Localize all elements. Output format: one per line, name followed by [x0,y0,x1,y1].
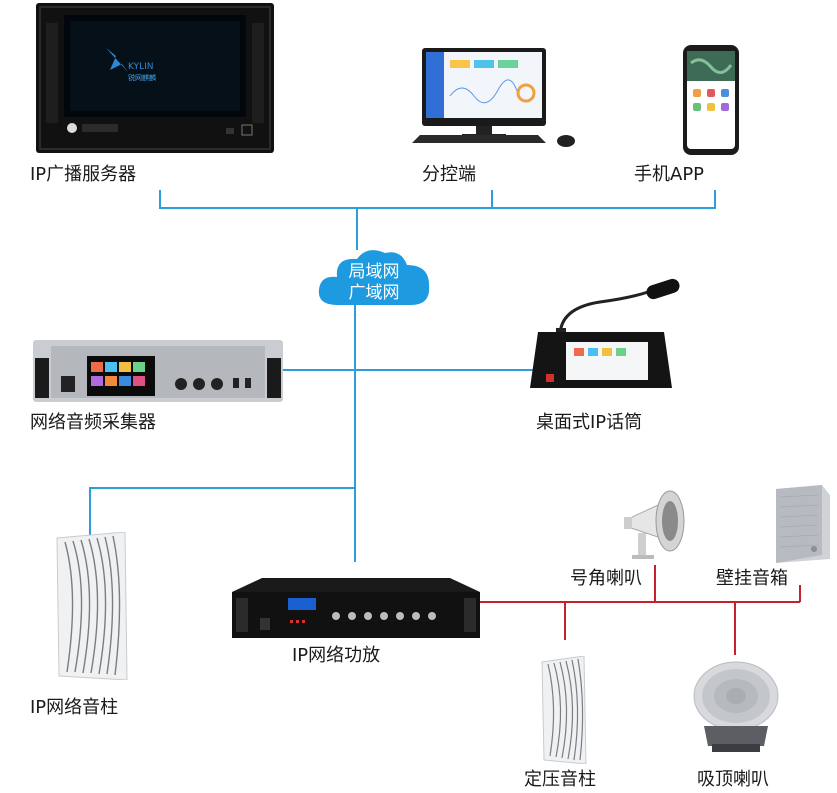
ip-network-amplifier [232,578,480,638]
desktop-microphone-icon [530,278,680,388]
server-screen-logo-text: KYLIN [128,62,153,72]
ceiling-speaker [688,660,784,755]
label-ip-column-speaker: IP网络音柱 [30,697,119,718]
label-horn-speaker: 号角喇叭 [570,568,642,589]
cloud-icon [318,250,430,305]
desktop-computer-icon [412,48,575,147]
horn-speaker [620,485,692,560]
column-speaker-icon [56,531,128,681]
speaker-connections [478,565,801,655]
ceiling-speaker-icon [693,661,779,752]
column-speaker-icon [541,655,587,765]
constant-voltage-column-speaker [540,655,588,765]
label-desktop-microphone: 桌面式IP话筒 [536,412,643,433]
label-client-workstation: 分控端 [422,164,476,185]
wall-mounted-speaker [772,485,832,563]
label-audio-collector: 网络音频采集器 [30,412,156,433]
wall-speaker-icon [776,485,830,563]
desktop-ip-microphone [530,278,685,396]
horn-speaker-icon [624,490,685,559]
label-ceiling-speaker: 吸顶喇叭 [697,769,769,790]
column-link [89,487,355,540]
server-link [159,190,716,209]
smartphone-app-device [683,45,739,155]
label-mobile-app: 手机APP [634,164,705,185]
lan-wan-cloud: 局域网 广域网 [315,245,433,310]
network-connections [89,190,716,562]
amplifier-icon [232,578,480,638]
cloud-label-lan: 局域网 [348,262,400,282]
cloud-label-wan: 广域网 [348,283,400,303]
client-workstation [412,48,580,150]
rack-server-icon: KYLIN 锐网麒麟 [36,3,274,153]
label-ip-broadcast-server: IP广播服务器 [30,164,137,185]
ip-column-speaker [55,531,130,681]
ip-broadcast-server: KYLIN 锐网麒麟 [36,3,274,153]
server-screen-sub-logo: 锐网麒麟 [128,73,156,82]
label-constant-column-speaker: 定压音柱 [524,769,596,790]
smartphone-icon [683,45,739,155]
network-audio-collector [33,340,283,402]
audio-collector-icon [33,340,283,402]
label-ip-amplifier: IP网络功放 [292,645,381,666]
label-wall-speaker: 壁挂音箱 [716,568,788,589]
